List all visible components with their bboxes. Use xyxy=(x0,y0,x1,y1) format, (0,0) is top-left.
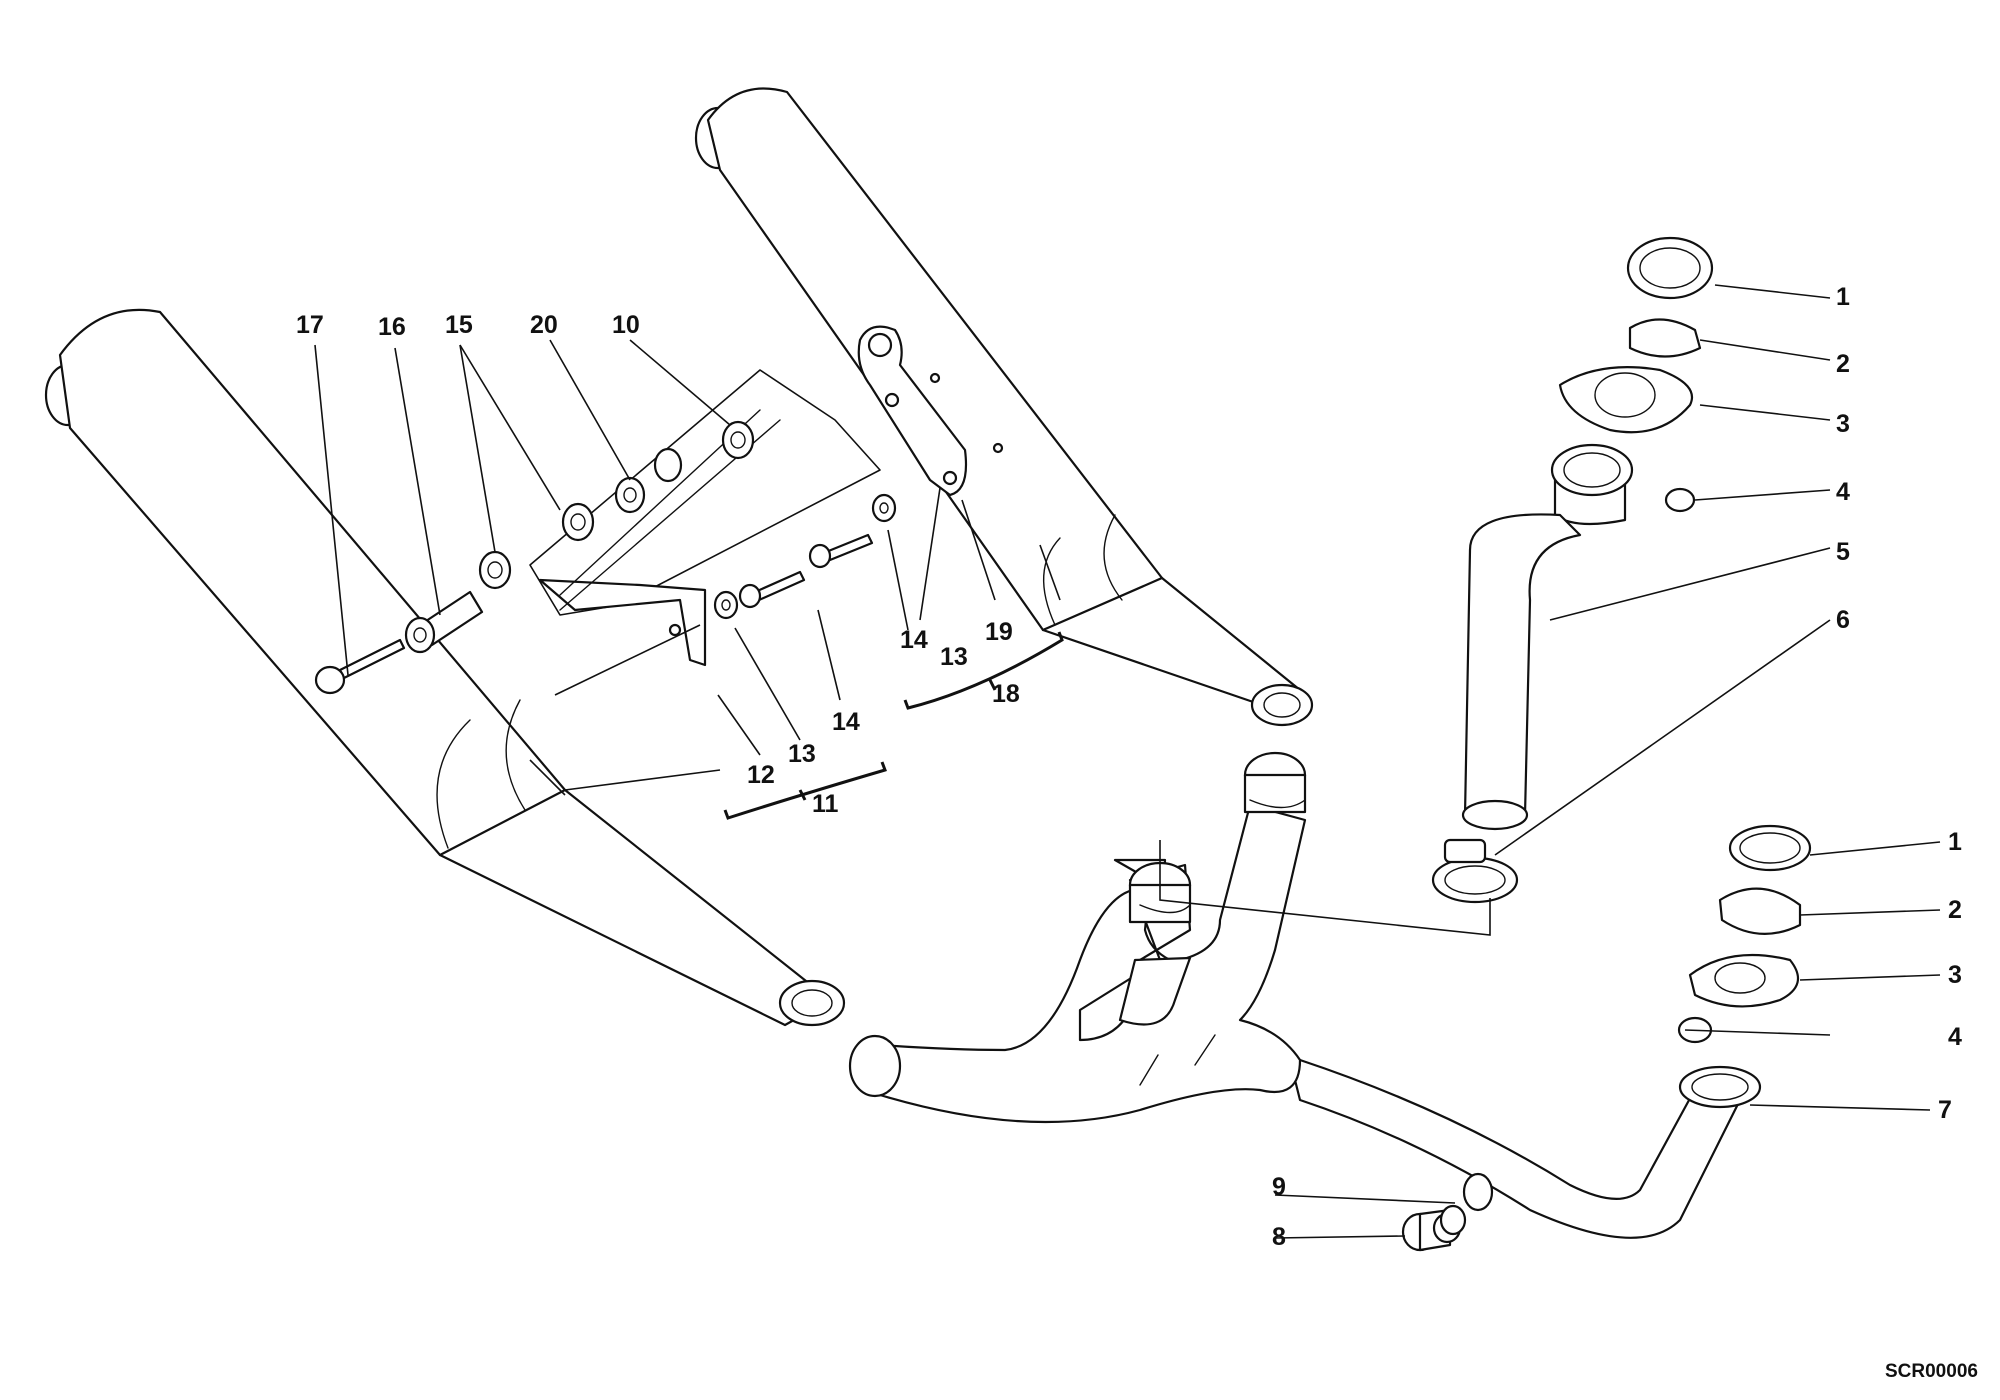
label-18: 18 xyxy=(992,680,1020,708)
label-3-rear: 3 xyxy=(1948,961,1962,989)
y-pipe xyxy=(848,751,1307,1124)
label-2-front: 2 xyxy=(1836,350,1850,378)
label-1-rear: 1 xyxy=(1948,828,1962,856)
clamp xyxy=(1431,838,1519,904)
plug-and-washer xyxy=(1401,1204,1467,1252)
label-12: 12 xyxy=(747,761,775,789)
spacer xyxy=(404,590,484,654)
label-17: 17 xyxy=(296,311,324,339)
part-labels: 1 2 3 4 5 6 1 2 3 4 7 8 9 10 11 12 13 13… xyxy=(296,283,1978,1382)
label-14-left: 14 xyxy=(832,708,860,736)
label-6: 6 xyxy=(1836,606,1850,634)
label-7: 7 xyxy=(1938,1096,1952,1124)
label-3-front: 3 xyxy=(1836,410,1850,438)
label-4-rear: 4 xyxy=(1948,1023,1962,1051)
lower-muffler xyxy=(44,308,846,1027)
label-16: 16 xyxy=(378,313,406,341)
label-20: 20 xyxy=(530,311,558,339)
label-14-right: 14 xyxy=(900,626,928,654)
leader-lines xyxy=(314,284,1941,1239)
drawing-code: SCR00006 xyxy=(1885,1361,1978,1382)
label-13-left: 13 xyxy=(788,740,816,768)
label-19: 19 xyxy=(985,618,1013,646)
label-11: 11 xyxy=(812,790,839,818)
upper-muffler xyxy=(694,87,1314,727)
label-9: 9 xyxy=(1272,1173,1286,1201)
label-8: 8 xyxy=(1272,1223,1286,1251)
label-2-rear: 2 xyxy=(1948,896,1962,924)
label-5: 5 xyxy=(1836,538,1850,566)
group-brackets xyxy=(723,631,1064,820)
screws-14 xyxy=(738,533,874,609)
front-header xyxy=(1461,236,1714,831)
upper-mount-plate xyxy=(857,325,1004,497)
label-1-front: 1 xyxy=(1836,283,1850,311)
washers-13 xyxy=(713,493,897,620)
label-15: 15 xyxy=(445,311,473,339)
screw-17 xyxy=(314,638,406,695)
label-13-right: 13 xyxy=(940,643,968,671)
label-4-front: 4 xyxy=(1836,478,1850,506)
rear-header xyxy=(1288,824,1812,1239)
label-10: 10 xyxy=(612,311,640,339)
